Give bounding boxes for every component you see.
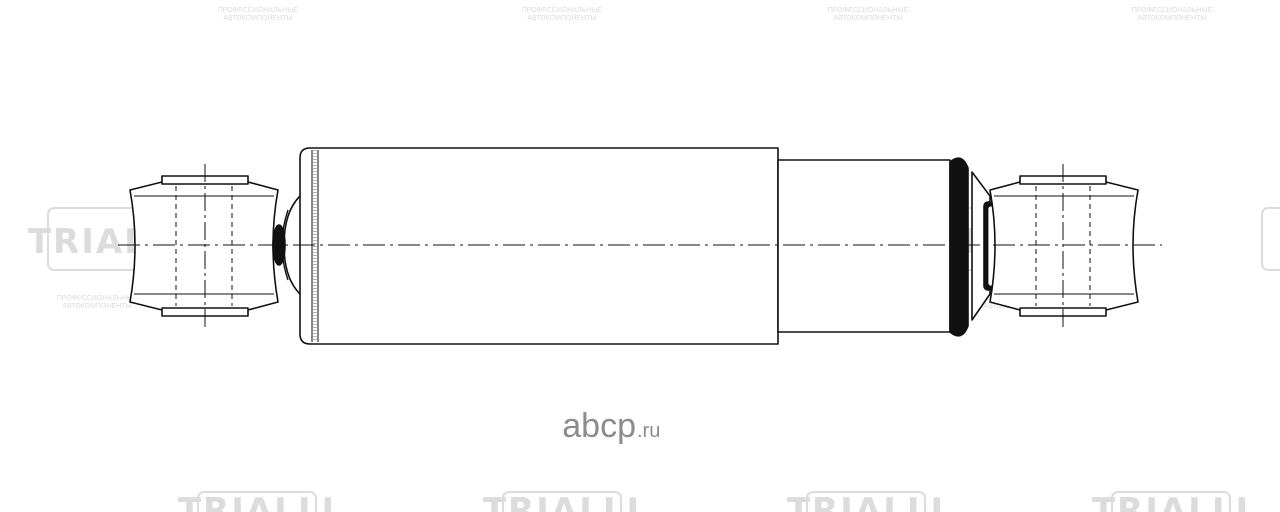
watermark-logo: TRIALLI (1092, 491, 1250, 512)
watermark-tagline: ПРОФЕССИОНАЛЬНЫЕ (57, 295, 138, 302)
watermark-tagline: ПРОФЕССИОНАЛЬНЫЕ (522, 7, 603, 14)
watermark-tagline: АВТОКОМПОНЕНТЫ (1137, 15, 1206, 22)
watermark-tagline: АВТОКОМПОНЕНТЫ (62, 303, 131, 310)
cylinder-body (299, 147, 779, 345)
watermark-logo: TRIALLI (178, 491, 336, 512)
left-end-cap (272, 195, 301, 295)
watermark-tagline: ПРОФЕССИОНАЛЬНЫЕ (828, 7, 909, 14)
right-mounting-eye (989, 164, 1139, 330)
svg-text:TRIALLI: TRIALLI (483, 491, 641, 512)
watermark-tagline: АВТОКОМПОНЕНТЫ (223, 15, 292, 22)
brand-domain: .ru (637, 420, 660, 442)
piston-tube (777, 159, 951, 333)
svg-text:TRIALLI: TRIALLI (178, 491, 336, 512)
watermark-tagline: ПРОФЕССИОНАЛЬНЫЕ (1132, 7, 1213, 14)
watermark-tagline: ПРОФЕССИОНАЛЬНЫЕ (218, 7, 299, 14)
brand-name: abcp (562, 407, 636, 445)
watermark-logo: TRIALLI (483, 491, 641, 512)
watermark-tagline: АВТОКОМПОНЕНТЫ (527, 15, 596, 22)
svg-text:TRIALLI: TRIALLI (787, 491, 945, 512)
watermark-logo (1261, 207, 1280, 271)
watermark-tagline: АВТОКОМПОНЕНТЫ (833, 15, 902, 22)
svg-text:TRIALLI: TRIALLI (1092, 491, 1250, 512)
left-mounting-eye (129, 164, 279, 330)
shock-absorber (118, 147, 1162, 345)
watermark-logo: TRIALLI (787, 491, 945, 512)
